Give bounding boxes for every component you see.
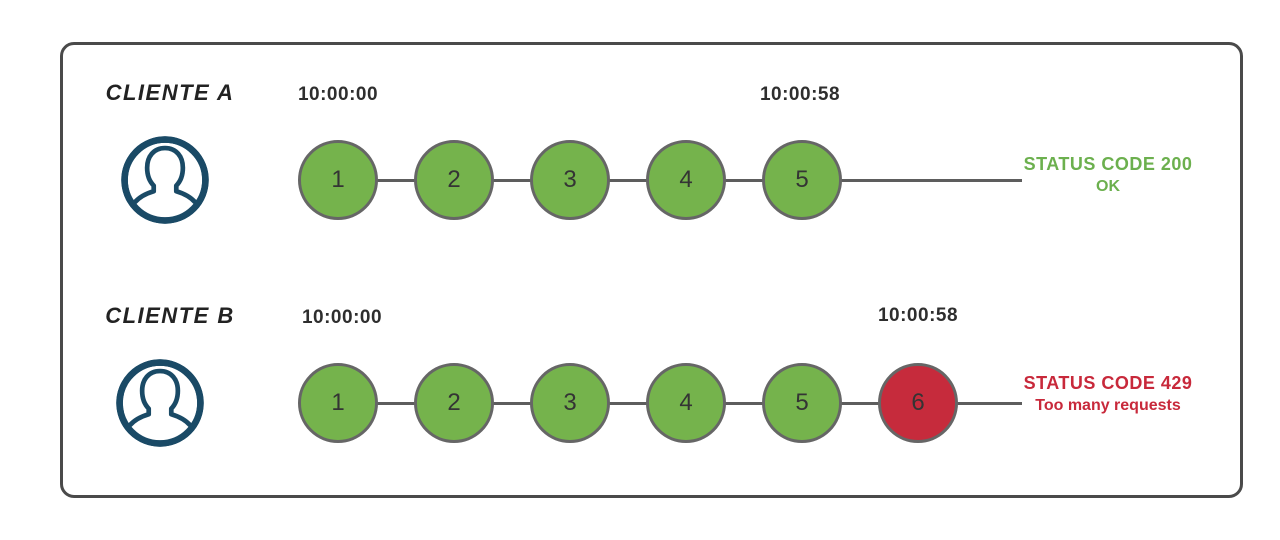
request-circle: 4 — [646, 140, 726, 220]
status-desc-text: OK — [1096, 178, 1120, 195]
request-number: 1 — [331, 166, 345, 193]
request-number: 1 — [331, 389, 345, 416]
request-number: 3 — [563, 166, 577, 193]
request-circle: 5 — [762, 363, 842, 443]
client-a-end-time: 10:00:58 — [759, 84, 841, 105]
request-circle: 1 — [298, 363, 378, 443]
user-icon — [113, 356, 207, 450]
request-circle: 1 — [298, 140, 378, 220]
request-number: 6 — [911, 389, 925, 416]
status-label-a: STATUS CODE 200 OK — [1023, 154, 1193, 196]
status-code-text: STATUS CODE 429 — [1023, 373, 1193, 393]
client-b-label: CLIENTE B — [105, 303, 235, 328]
request-number: 2 — [447, 389, 461, 416]
request-number: 4 — [679, 389, 693, 416]
status-label-b: STATUS CODE 429 Too many requests — [1023, 373, 1193, 415]
request-circle: 2 — [414, 363, 494, 443]
request-number: 2 — [447, 166, 461, 193]
client-a-start-time: 10:00:00 — [297, 84, 379, 105]
request-circle: 3 — [530, 140, 610, 220]
request-number: 5 — [795, 389, 809, 416]
request-circle: 3 — [530, 363, 610, 443]
request-circle: 4 — [646, 363, 726, 443]
user-icon — [118, 133, 212, 227]
request-number: 5 — [795, 166, 809, 193]
request-circle-blocked: 6 — [878, 363, 958, 443]
status-desc-text: Too many requests — [1035, 397, 1181, 414]
client-b-end-time: 10:00:58 — [877, 305, 959, 326]
diagram-frame — [60, 42, 1243, 498]
request-number: 3 — [563, 389, 577, 416]
client-a-label: CLIENTE A — [105, 80, 235, 105]
request-circle: 2 — [414, 140, 494, 220]
status-code-text: STATUS CODE 200 — [1023, 154, 1193, 174]
client-b-start-time: 10:00:00 — [301, 307, 383, 328]
request-circle: 5 — [762, 140, 842, 220]
request-number: 4 — [679, 166, 693, 193]
